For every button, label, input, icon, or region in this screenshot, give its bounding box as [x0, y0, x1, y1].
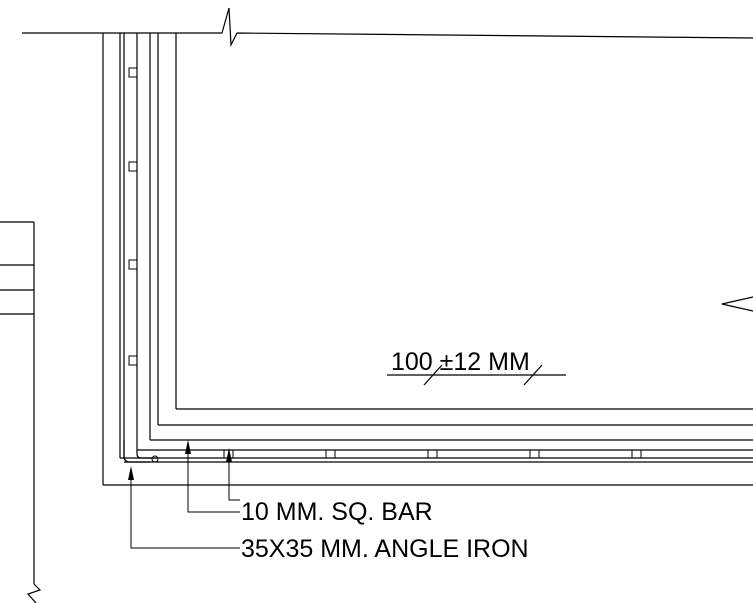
frame-walls — [102, 33, 753, 486]
square-bars-horizontal — [223, 449, 642, 459]
angle-iron-corner — [123, 440, 159, 463]
dimension-label: 100 ±12 MM — [391, 348, 530, 376]
dimension-annotation: 100 ±12 MM — [387, 348, 566, 386]
bar-leader: 10 MM. SQ. BAR — [185, 440, 433, 526]
angle-leader: 35X35 MM. ANGLE IRON — [128, 466, 529, 563]
angle-label: 35X35 MM. ANGLE IRON — [241, 535, 529, 563]
square-bars-vertical — [128, 67, 138, 366]
left-member — [0, 221, 42, 603]
level-marker — [721, 296, 753, 312]
bar-label: 10 MM. SQ. BAR — [241, 498, 433, 526]
top-surface-line — [22, 7, 753, 48]
